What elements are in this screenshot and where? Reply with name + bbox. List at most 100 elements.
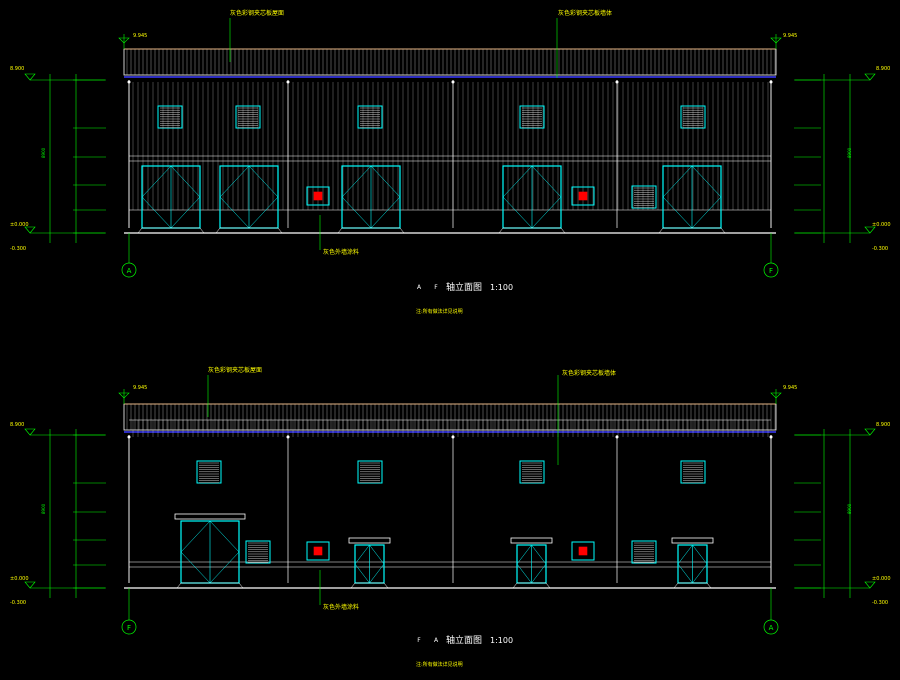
- fire-box-frame: [306, 541, 330, 561]
- level-eave-right: 8.900: [876, 66, 890, 72]
- door-canopy: [510, 537, 553, 544]
- callout-roof-left: 灰色彩钢夹芯板屋面: [230, 9, 284, 17]
- level-ground-right: ±0.000: [872, 222, 891, 228]
- door-swing: [531, 196, 562, 229]
- louvre-window: [680, 105, 706, 129]
- title-axis-start: F: [417, 637, 421, 644]
- door-swing: [692, 544, 708, 565]
- level-triangle: [864, 581, 876, 589]
- door-swing: [677, 563, 693, 584]
- level-ground-right: ±0.000: [872, 576, 891, 582]
- title-axis-start: A: [417, 284, 422, 291]
- title-axis-end: F: [434, 284, 438, 291]
- door-swing: [692, 563, 708, 584]
- door-swing: [370, 196, 401, 229]
- door-swing: [531, 544, 547, 565]
- louvre-frame: [680, 460, 706, 484]
- axis-bubble: [763, 262, 779, 278]
- door-ramp: [658, 227, 726, 234]
- callout-roof-right: 灰色彩钢夹芯板墙体: [562, 369, 616, 377]
- axis-bubble: [121, 619, 137, 635]
- door-ramp: [673, 582, 712, 589]
- door-swing: [248, 165, 279, 198]
- door-swing: [354, 544, 370, 565]
- column-cap: [615, 435, 619, 439]
- fire-box-frame: [571, 541, 595, 561]
- louvre-window: [235, 105, 261, 129]
- column-cap: [615, 80, 619, 84]
- level-triangle: [864, 428, 876, 436]
- door-swing: [502, 165, 533, 198]
- level-triangle: [24, 73, 36, 81]
- door: [174, 513, 246, 589]
- door-swing: [369, 563, 385, 584]
- title-scale: 1:100: [490, 636, 513, 645]
- callout-bottom: 灰色外墙涂料: [323, 603, 359, 611]
- fire-box-frame: [306, 186, 330, 206]
- door-swing: [209, 520, 240, 553]
- callout-roof-left: 灰色彩钢夹芯板屋面: [208, 366, 262, 374]
- louvre-window: [357, 105, 383, 129]
- axis-label-right: F: [769, 267, 773, 275]
- level-triangle: [770, 37, 782, 44]
- title-text: 轴立面图: [446, 634, 482, 646]
- dim-outer-right: 8900: [847, 503, 852, 514]
- door: [498, 165, 566, 234]
- door-swing: [662, 196, 693, 229]
- dim-outer-right: 8900: [847, 147, 852, 158]
- title-text: 轴立面图: [446, 281, 482, 293]
- column-cap: [769, 435, 773, 439]
- door: [348, 537, 391, 589]
- door-ramp: [350, 582, 389, 589]
- louvre-frame: [519, 460, 545, 484]
- door-swing: [662, 165, 693, 198]
- door: [215, 165, 283, 234]
- elevation-bottom: 灰色彩钢夹芯板屋面 灰色彩钢夹芯板墙体 灰色外墙涂料 9.945 9.945 8…: [10, 366, 891, 668]
- door: [671, 537, 714, 589]
- door-canopy: [348, 537, 391, 544]
- louvre-frame: [357, 460, 383, 484]
- level-outdoor-right: -0.300: [872, 246, 888, 252]
- level-outdoor-left: -0.300: [10, 246, 26, 252]
- louvre-window: [196, 460, 222, 484]
- door-ramp: [512, 582, 551, 589]
- louvre-frame: [196, 460, 222, 484]
- door-swing: [180, 551, 211, 584]
- level-triangle: [24, 226, 36, 234]
- level-eave-left: 8.900: [10, 422, 24, 428]
- door-ramp: [137, 227, 205, 234]
- column-cap: [127, 435, 131, 439]
- door-swing: [209, 551, 240, 584]
- axis-bubble: [121, 262, 137, 278]
- door-swing: [691, 196, 722, 229]
- axis-label-left: A: [127, 267, 132, 275]
- door-swing: [341, 165, 372, 198]
- door-swing: [370, 165, 401, 198]
- roof-fascia: [123, 48, 777, 76]
- level-outdoor-left: -0.300: [10, 600, 26, 606]
- door: [510, 537, 553, 589]
- building-bottom: [24, 375, 876, 635]
- door-swing: [219, 196, 250, 229]
- door-swing: [219, 165, 250, 198]
- level-ridge-right: 9.945: [783, 33, 797, 39]
- callout-bottom: 灰色外墙涂料: [323, 248, 359, 256]
- door-swing: [502, 196, 533, 229]
- level-eave-left: 8.900: [10, 66, 24, 72]
- door-ramp: [215, 227, 283, 234]
- louvre-window: [245, 540, 271, 564]
- level-triangle: [24, 428, 36, 436]
- door-swing: [516, 563, 532, 584]
- level-triangle: [24, 581, 36, 589]
- door-swing: [531, 563, 547, 584]
- door-swing: [369, 544, 385, 565]
- note-text: 注:所有做法详见说明: [416, 308, 463, 315]
- level-triangle: [864, 226, 876, 234]
- door-swing: [341, 196, 372, 229]
- level-ridge-right: 9.945: [783, 385, 797, 391]
- louvre-window: [519, 460, 545, 484]
- column-cap: [451, 435, 455, 439]
- level-triangle: [770, 392, 782, 399]
- dim-outer-left: 8900: [41, 503, 46, 514]
